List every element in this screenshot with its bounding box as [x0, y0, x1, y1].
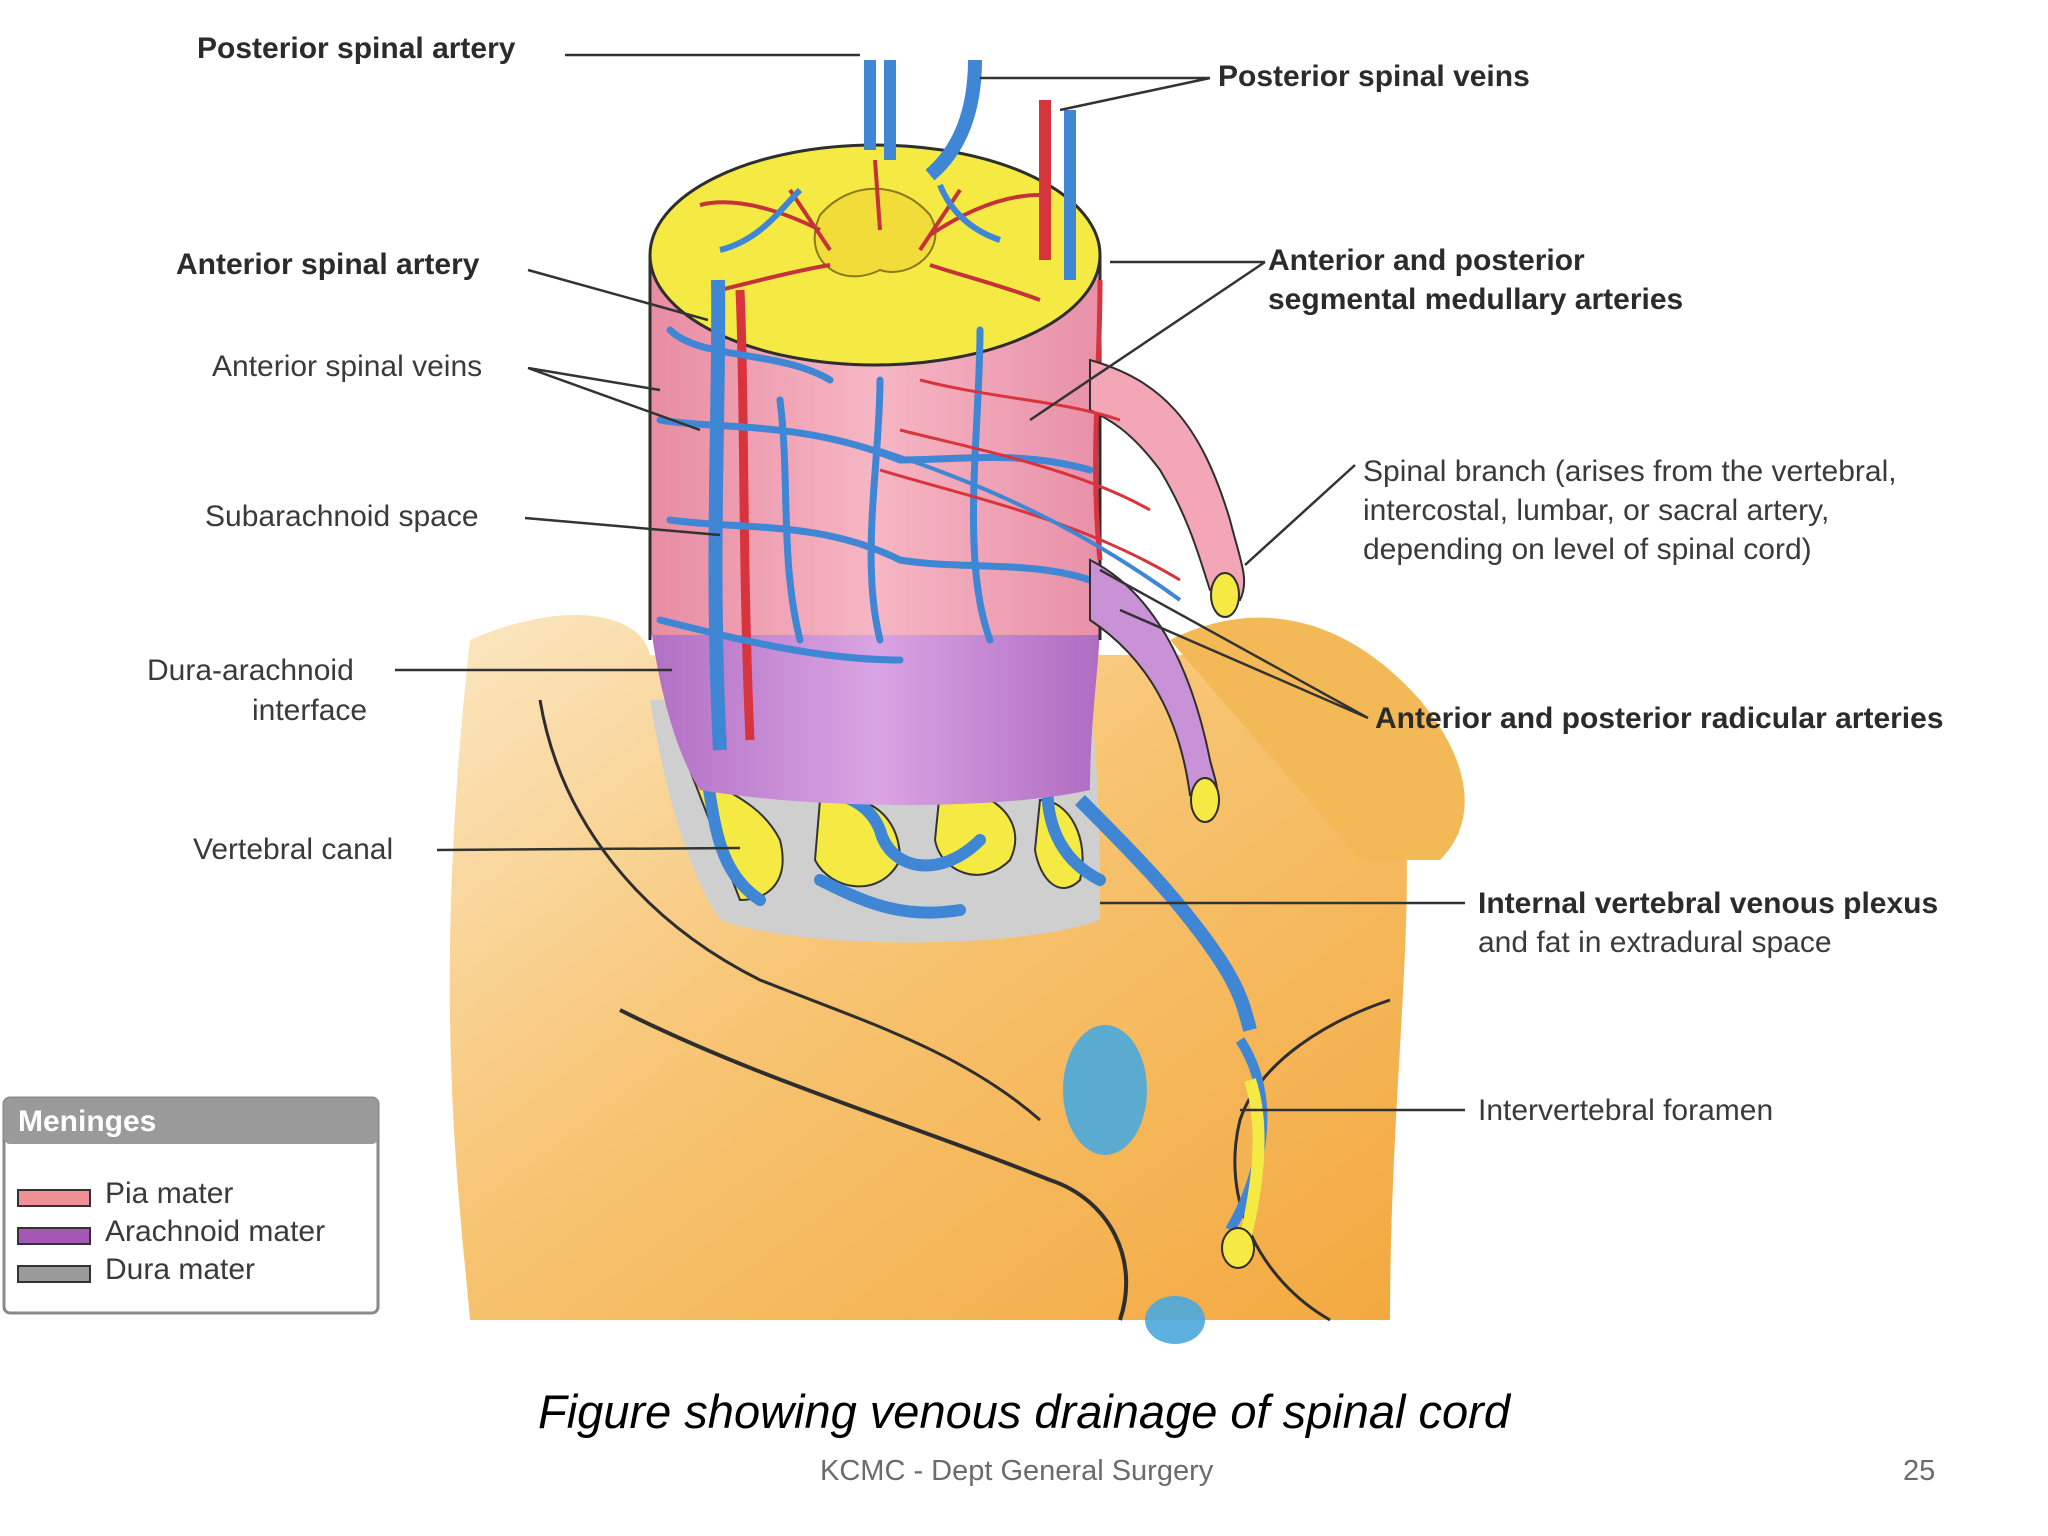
- label-subarachnoid-space: Subarachnoid space: [205, 500, 479, 533]
- legend-swatch-pia: [17, 1189, 91, 1207]
- intervertebral-foramen-roots: [1221, 1037, 1268, 1269]
- meninges-legend: Meninges Pia mater Arachnoid mater Dura …: [2, 1096, 380, 1315]
- label-spinal-branch-line3: depending on level of spinal cord): [1363, 533, 1812, 566]
- label-anterior-spinal-veins: Anterior spinal veins: [212, 350, 482, 383]
- label-segmental-medullary-line1: Anterior and posterior: [1268, 244, 1585, 277]
- legend-label-dura: Dura mater: [105, 1253, 255, 1286]
- legend-label-arachnoid: Arachnoid mater: [105, 1215, 325, 1248]
- surface-vessels: [656, 59, 1103, 751]
- legend-title: Meninges: [18, 1105, 156, 1138]
- label-radicular-arteries: Anterior and posterior radicular arterie…: [1375, 702, 1944, 735]
- label-vertebral-canal: Vertebral canal: [193, 833, 393, 866]
- figure-caption: Figure showing venous drainage of spinal…: [538, 1385, 1510, 1438]
- page-number: 25: [1903, 1455, 1936, 1487]
- leader-lines: [395, 53, 1465, 1112]
- label-posterior-spinal-veins: Posterior spinal veins: [1218, 60, 1530, 93]
- legend-swatch-arachnoid: [17, 1227, 91, 1245]
- legend-label-pia: Pia mater: [105, 1177, 233, 1210]
- label-posterior-spinal-artery: Posterior spinal artery: [197, 32, 516, 65]
- label-dura-arachnoid-line1: Dura-arachnoid: [147, 654, 354, 687]
- label-spinal-branch-line2: intercostal, lumbar, or sacral artery,: [1363, 494, 1829, 527]
- label-intervertebral-foramen: Intervertebral foramen: [1478, 1094, 1773, 1127]
- radicular-branch: [879, 358, 1246, 823]
- label-segmental-medullary-line2: segmental medullary arteries: [1268, 283, 1683, 316]
- label-venous-plexus-line2: and fat in extradural space: [1478, 926, 1832, 959]
- label-spinal-branch-line1: Spinal branch (arises from the vertebral…: [1363, 455, 1897, 488]
- label-dura-arachnoid-line2: interface: [252, 694, 367, 727]
- label-venous-plexus-line1: Internal vertebral venous plexus: [1478, 887, 1938, 920]
- legend-swatch-dura: [17, 1265, 91, 1283]
- label-anterior-spinal-artery: Anterior spinal artery: [176, 248, 480, 281]
- slide-footer: KCMC - Dept General Surgery: [820, 1455, 1214, 1487]
